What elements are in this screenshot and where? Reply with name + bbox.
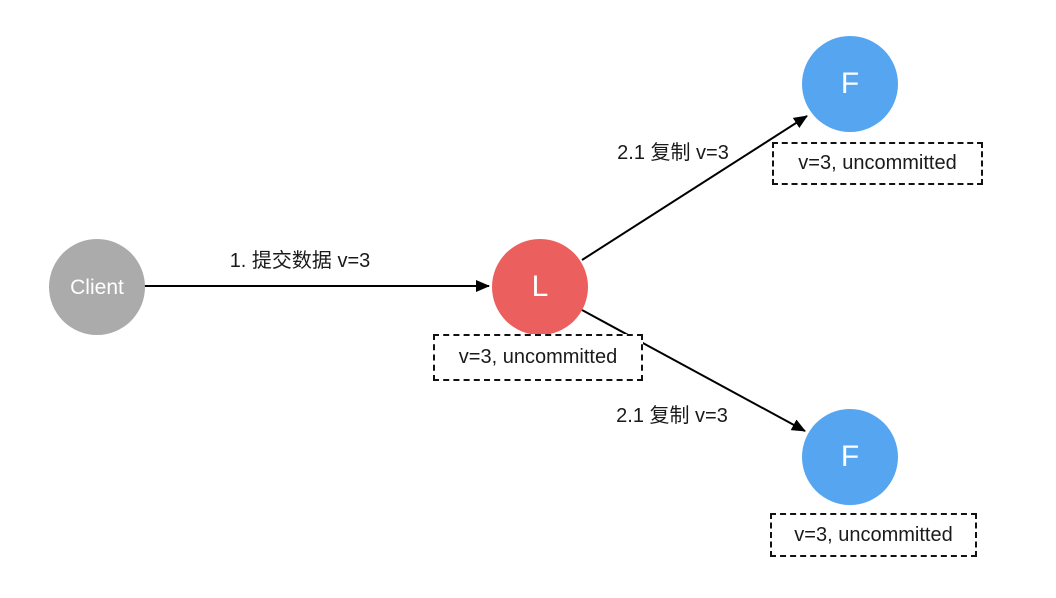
edge-label-replicate-top: 2.1 复制 v=3 bbox=[617, 142, 729, 164]
state-box-leader-text: v=3, uncommitted bbox=[458, 346, 618, 368]
edge-label-submit-data: 1. 提交数据 v=3 bbox=[229, 250, 371, 272]
node-client-label: Client bbox=[70, 275, 124, 299]
state-box-follower-top: v=3, uncommitted bbox=[772, 142, 983, 185]
edge-label-replicate-bottom: 2.1 复制 v=3 bbox=[616, 405, 728, 427]
node-follower-bottom: F bbox=[802, 409, 898, 505]
arrow-leader-to-follower-top bbox=[581, 115, 808, 261]
node-follower-bottom-label: F bbox=[840, 440, 860, 473]
node-leader: L bbox=[492, 239, 588, 335]
node-leader-label: L bbox=[531, 270, 549, 303]
arrow-leader-to-follower-bottom bbox=[581, 309, 806, 432]
state-box-follower-top-text: v=3, uncommitted bbox=[798, 152, 957, 174]
state-box-follower-bottom-text: v=3, uncommitted bbox=[794, 523, 953, 546]
node-follower-top: F bbox=[802, 36, 898, 132]
state-box-leader: v=3, uncommitted bbox=[433, 334, 643, 381]
node-client: Client bbox=[49, 239, 145, 335]
node-follower-top-label: F bbox=[840, 67, 860, 100]
state-box-follower-bottom: v=3, uncommitted bbox=[770, 513, 977, 557]
